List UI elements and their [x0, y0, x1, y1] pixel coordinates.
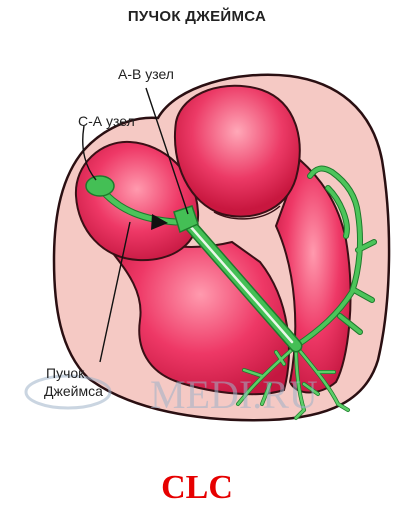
footer-label: CLC	[0, 468, 394, 508]
james-bundle-label-line2: Джеймса	[44, 383, 103, 400]
watermark-text: MEDI.RU	[150, 372, 318, 417]
james-bundle-label-line1: Пучок	[46, 365, 84, 382]
sa-node-label: С-А узел	[78, 113, 135, 130]
av-node-label: А-В узел	[118, 66, 174, 83]
sa-node	[86, 176, 114, 196]
